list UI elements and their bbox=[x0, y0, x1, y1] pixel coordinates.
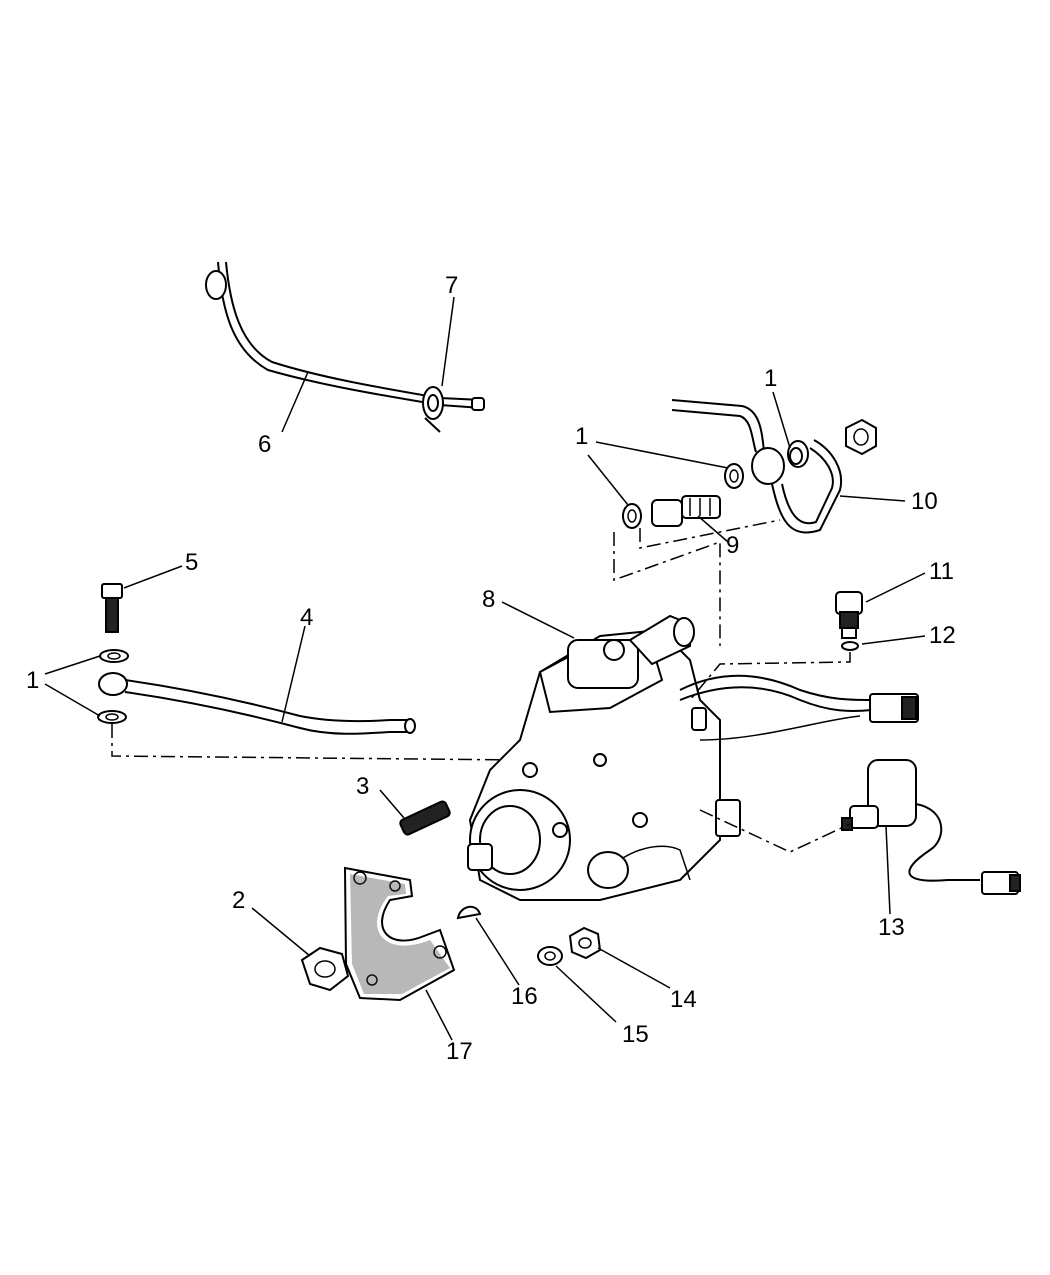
callout-16: 16 bbox=[511, 983, 538, 1010]
part-6-fuel-line bbox=[205, 261, 485, 411]
callout-1-left: 1 bbox=[26, 667, 39, 694]
part-7-clip bbox=[422, 386, 444, 433]
callout-13: 13 bbox=[878, 914, 905, 941]
callout-4: 4 bbox=[300, 604, 313, 631]
leader-dashed-4 bbox=[111, 724, 521, 761]
part-1-washer-fitting-mid bbox=[724, 463, 744, 489]
part-17-gasket bbox=[343, 866, 456, 1002]
wiring-harness-connector bbox=[679, 674, 919, 837]
callout-8: 8 bbox=[482, 586, 495, 613]
callout-12: 12 bbox=[929, 622, 956, 649]
callout-11: 11 bbox=[929, 558, 954, 585]
part-13-solenoid bbox=[841, 759, 1021, 895]
callout-6: 6 bbox=[258, 431, 271, 458]
part-5-banjo-bolt bbox=[101, 583, 123, 633]
part-9-valve-fitting bbox=[651, 495, 721, 527]
callout-10: 10 bbox=[911, 488, 938, 515]
leader-lines bbox=[44, 296, 926, 1041]
callout-3: 3 bbox=[356, 773, 369, 800]
callout-1-upper-right: 1 bbox=[764, 365, 777, 392]
callout-17: 17 bbox=[446, 1038, 473, 1065]
part-16-woodruff-key bbox=[456, 905, 482, 920]
callout-5: 5 bbox=[185, 549, 198, 576]
part-15-washer bbox=[537, 946, 563, 966]
leader-dashed-12 bbox=[689, 652, 851, 701]
part-12-o-ring bbox=[841, 641, 859, 651]
part-1-washer-fitting-right bbox=[789, 447, 803, 465]
callout-7: 7 bbox=[445, 272, 458, 299]
callout-15: 15 bbox=[622, 1021, 649, 1048]
part-11-sensor bbox=[835, 591, 863, 639]
part-8-injection-pump bbox=[467, 614, 721, 901]
callout-14: 14 bbox=[670, 986, 697, 1013]
part-1-washer-lower-left bbox=[97, 710, 127, 724]
part-1-washer-fitting-left bbox=[622, 503, 642, 529]
callout-2: 2 bbox=[232, 887, 245, 914]
leader-dashed-13 bbox=[699, 809, 851, 853]
part-14-nut bbox=[568, 926, 602, 960]
part-4-fuel-line bbox=[98, 672, 416, 735]
leader-dashed-9 bbox=[613, 519, 781, 646]
callout-1-fitting: 1 bbox=[575, 423, 588, 450]
outlet-nut bbox=[845, 418, 877, 456]
callout-9: 9 bbox=[726, 532, 739, 559]
part-1-washer-upper-left bbox=[99, 649, 129, 663]
part-2-nut bbox=[300, 946, 350, 992]
part-3-stud bbox=[399, 800, 451, 836]
